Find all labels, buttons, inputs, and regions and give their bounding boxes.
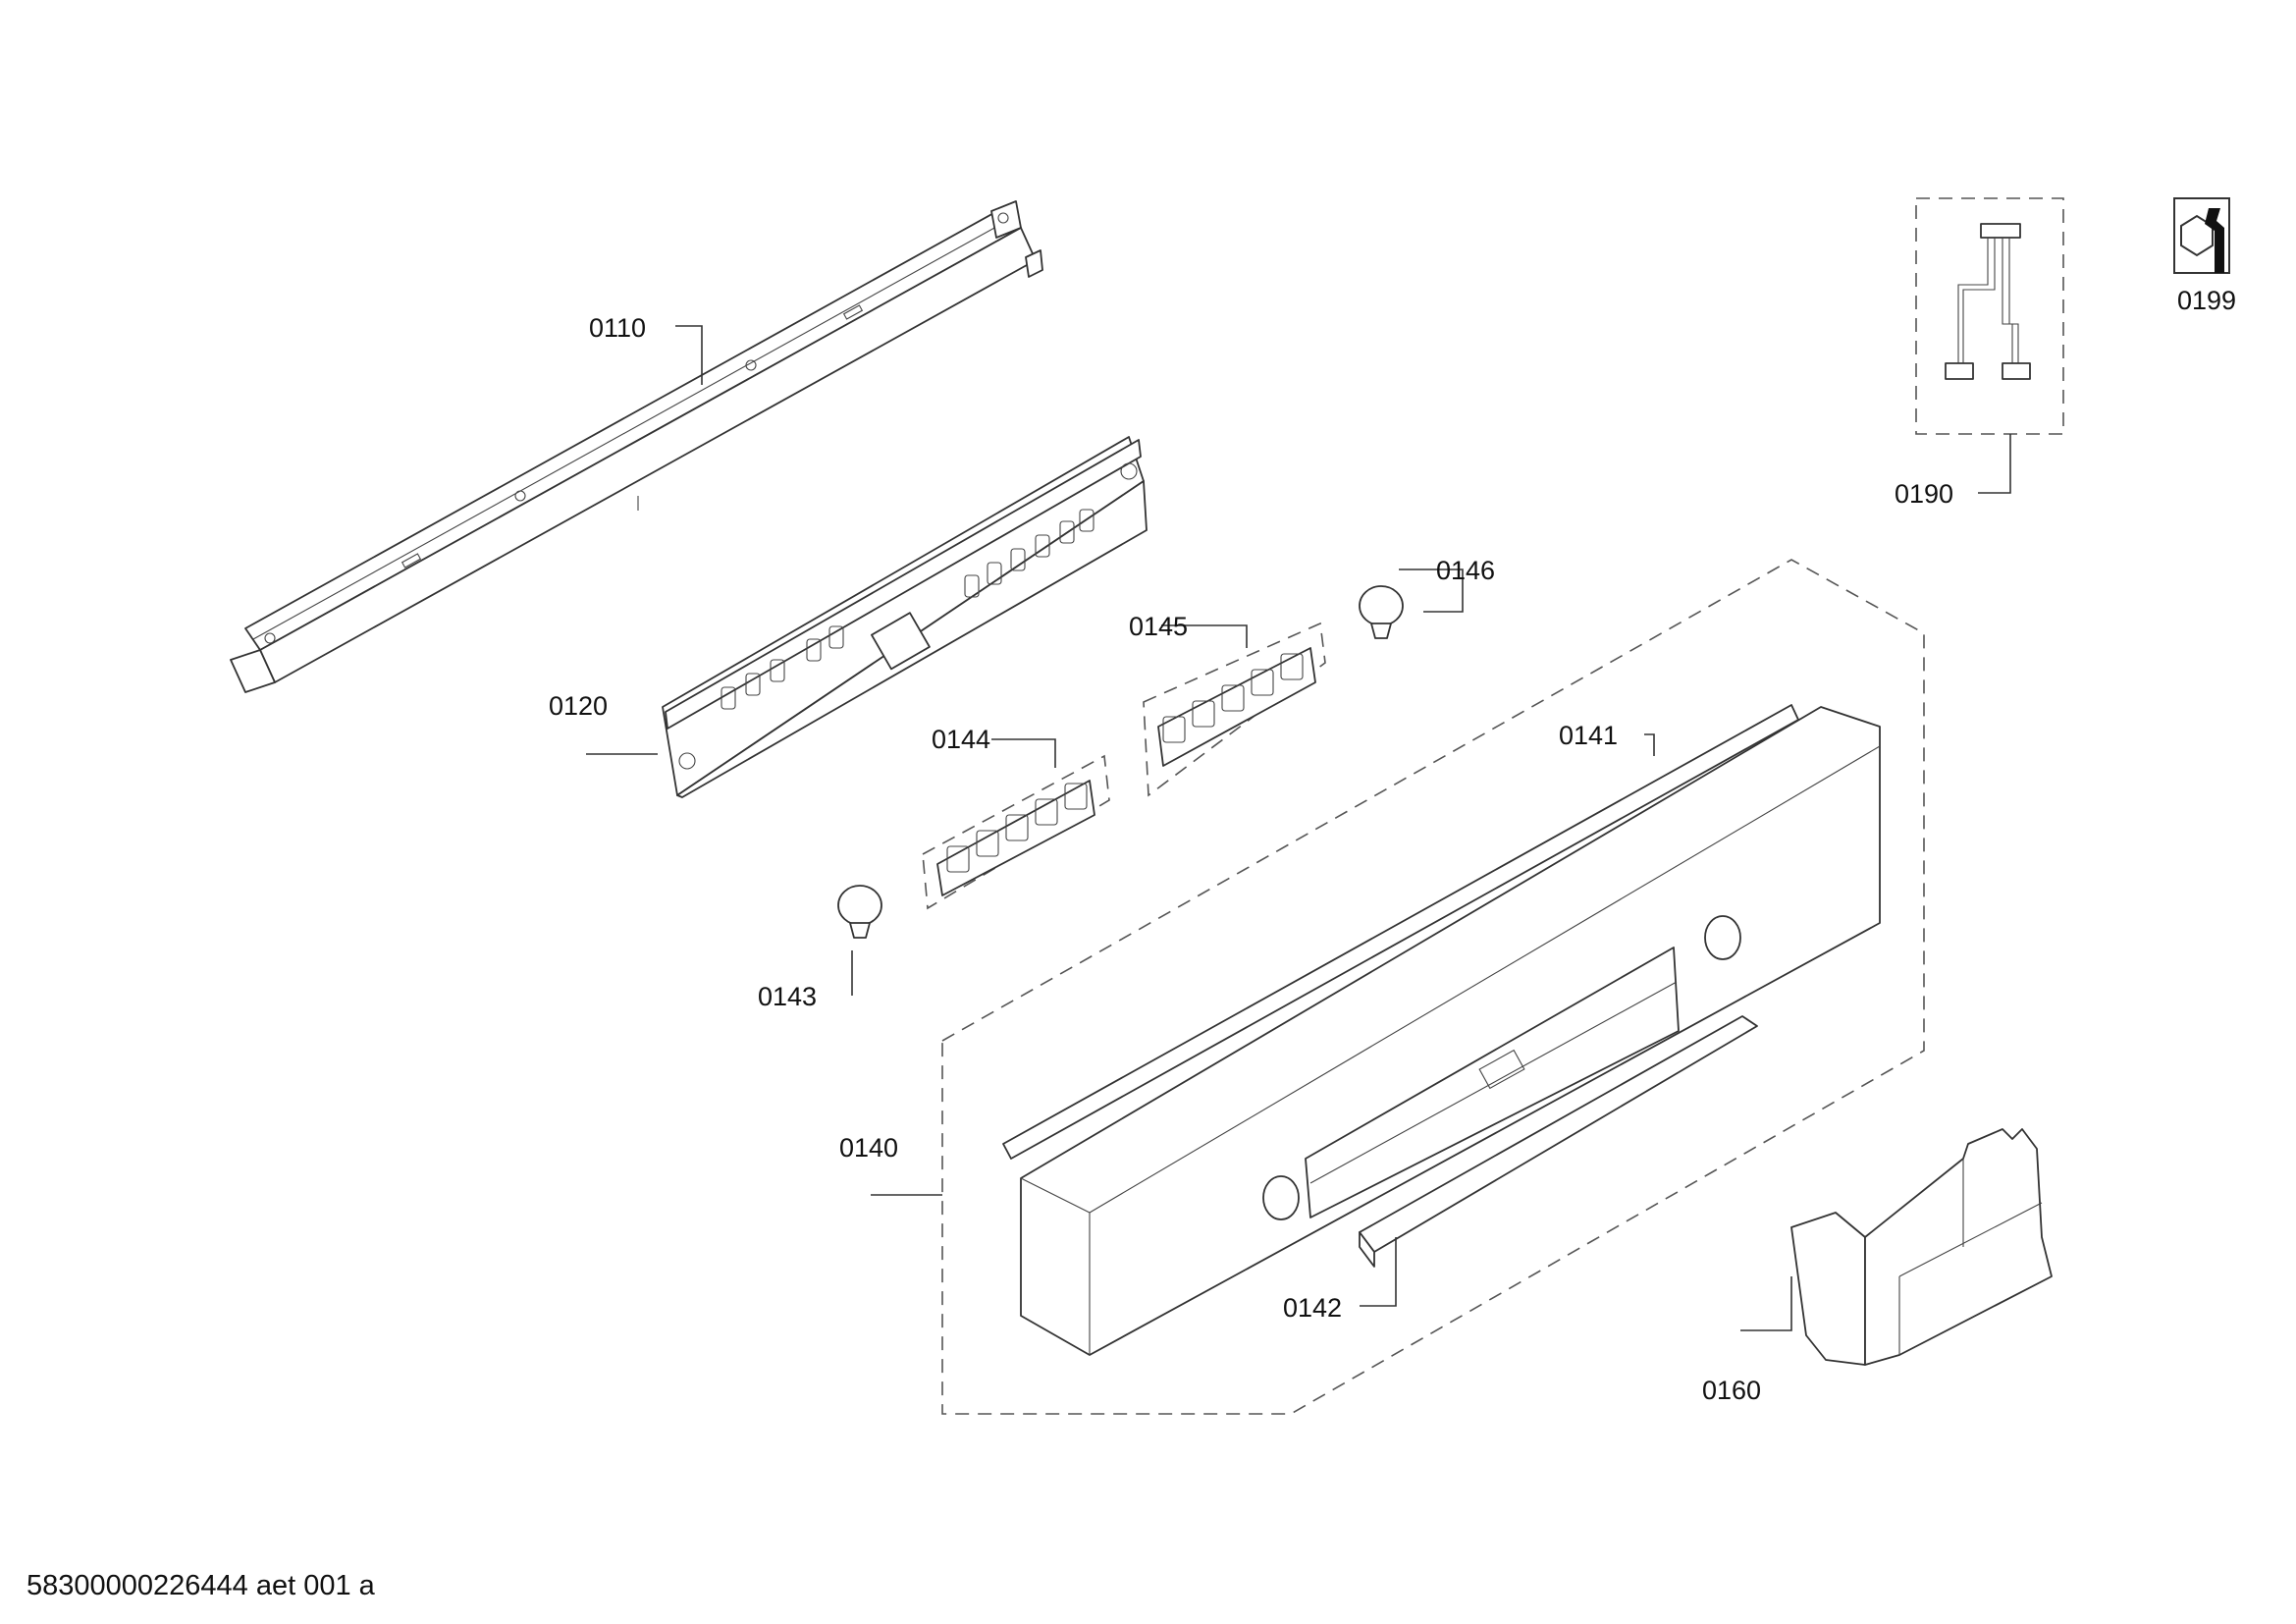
part-0142-strip <box>1359 1015 1758 1268</box>
part-0146-knob <box>1359 585 1404 639</box>
part-0160-bracket <box>1790 1128 2053 1366</box>
drawing-reference-footer: 58300000226444 aet 001 a <box>27 1570 376 1601</box>
callout-0140: 0140 <box>839 1133 898 1163</box>
callout-0199: 0199 <box>2177 286 2236 315</box>
callout-0146: 0146 <box>1436 556 1495 585</box>
callout-0143: 0143 <box>758 982 817 1011</box>
part-0145-button-block <box>1143 622 1326 797</box>
callout-0144: 0144 <box>932 725 990 754</box>
callout-0110: 0110 <box>589 313 646 343</box>
callout-0160: 0160 <box>1702 1376 1761 1405</box>
part-0144-button-block <box>922 754 1110 910</box>
callout-0120: 0120 <box>549 691 608 721</box>
callout-0145: 0145 <box>1129 612 1188 641</box>
service-wrench-icon <box>2173 197 2230 274</box>
part-0141-control-panel <box>1002 704 1881 1356</box>
part-0140-group-boundary <box>941 559 1925 1415</box>
callout-0142: 0142 <box>1283 1293 1342 1323</box>
part-0190-wiring-harness <box>1915 197 2064 435</box>
callout-0141: 0141 <box>1559 721 1618 750</box>
part-0143-knob <box>837 885 882 939</box>
callout-labels: 0110 0120 0140 0141 0142 0143 0144 0145 … <box>549 286 2236 1405</box>
callout-leaders <box>586 325 2011 1331</box>
part-0110-rail <box>230 200 1043 693</box>
part-0120-module-carrier <box>662 436 1148 798</box>
callout-0190: 0190 <box>1895 479 1953 509</box>
